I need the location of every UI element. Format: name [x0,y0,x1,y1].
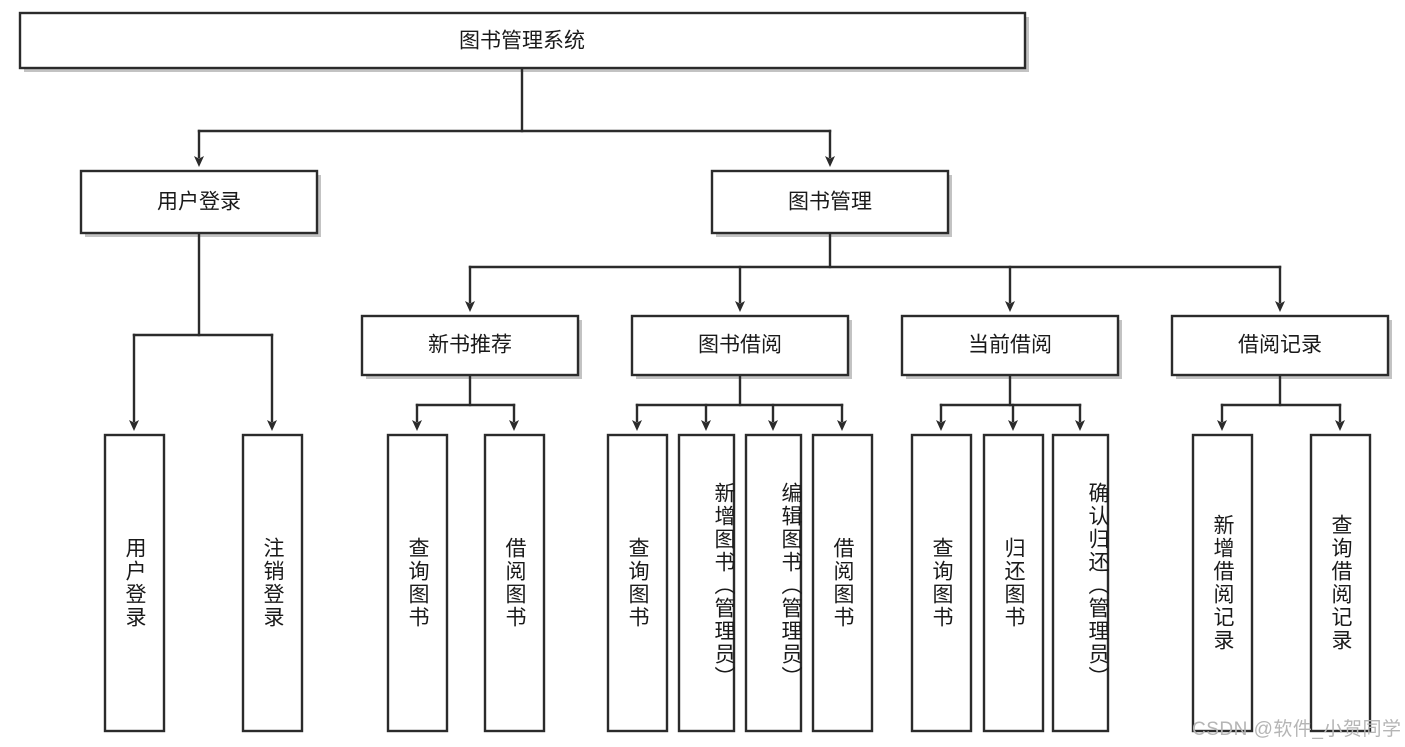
node-book-borrow[interactable] [630,314,850,377]
node-leaf-borrow-book-rec[interactable] [483,433,546,733]
node-leaf-query-record[interactable] [1309,433,1372,733]
csdn-watermark: CSDN @软件_小贺同学 [1192,719,1402,740]
connector-edges [129,66,1345,431]
label-borrow-record: 借阅记录 [1238,334,1322,357]
node-leaf-query-book-rec[interactable] [386,433,449,733]
node-leaf-add-book[interactable] [677,433,736,733]
node-leaf-query-book-c[interactable] [910,433,973,733]
node-new-book-rec[interactable] [360,314,580,377]
label-book-borrow: 图书借阅 [698,334,782,357]
node-leaf-add-record[interactable] [1191,433,1254,733]
label-root: 图书管理系统 [459,30,585,53]
node-root[interactable] [18,11,1027,70]
node-labels-horizontal: 图书管理系统 用户登录 图书管理 新书推荐 图书借阅 当前借阅 借阅记录 [157,30,1322,357]
node-leaf-return-book[interactable] [982,433,1045,733]
node-book-manage[interactable] [710,169,950,235]
node-leaf-user-login[interactable] [103,433,166,733]
label-new-book-rec: 新书推荐 [428,334,512,357]
node-current-borrow[interactable] [900,314,1120,377]
node-leaf-borrow-book-b[interactable] [811,433,874,733]
node-leaf-confirm-return[interactable] [1051,433,1110,733]
node-leaf-query-book-b[interactable] [606,433,669,733]
label-current-borrow: 当前借阅 [968,334,1052,357]
node-user-login[interactable] [79,169,319,235]
node-borrow-record[interactable] [1170,314,1390,377]
node-boxes [18,11,1390,733]
node-leaf-logout[interactable] [241,433,304,733]
label-book-manage: 图书管理 [788,191,872,214]
node-leaf-edit-book[interactable] [744,433,803,733]
label-user-login: 用户登录 [157,191,241,214]
